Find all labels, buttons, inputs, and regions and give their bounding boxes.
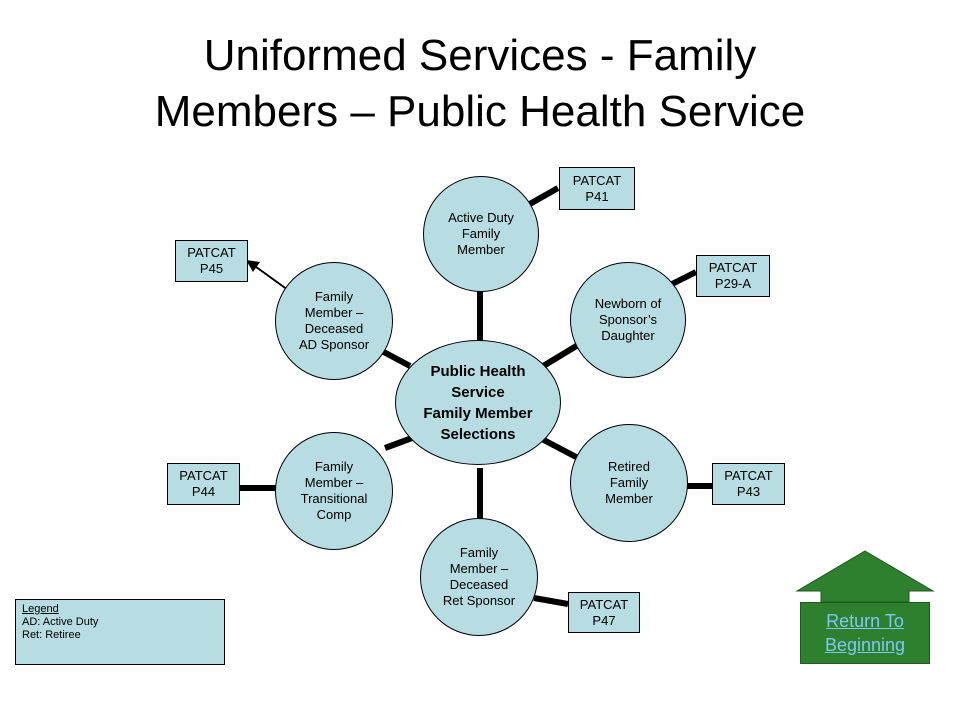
spoke-newborn	[538, 342, 580, 371]
link-p47	[533, 595, 569, 607]
node-deceased-ret-sponsor[interactable]: Family Member – Deceased Ret Sponsor	[420, 518, 538, 636]
page-title: Uniformed Services - Family Members – Pu…	[0, 28, 960, 140]
legend-item-ad: AD: Active Duty	[22, 616, 99, 628]
node-retired[interactable]: Retired Family Member	[570, 424, 688, 542]
legend-item-ret: Ret: Retiree	[22, 629, 81, 641]
arrowhead-p45	[246, 260, 260, 272]
spoke-retired	[538, 435, 580, 461]
title-line-2: Members – Public Health Service	[154, 87, 806, 136]
spoke-transitional	[383, 435, 414, 451]
legend-heading: Legend	[22, 603, 59, 615]
legend-box: Legend AD: Active Duty Ret: Retiree	[15, 599, 225, 665]
link-p45	[251, 263, 289, 291]
up-arrow-icon[interactable]	[795, 549, 935, 604]
node-transitional-comp[interactable]: Family Member – Transitional Comp	[275, 432, 393, 550]
node-active-duty[interactable]: Active Duty Family Member	[423, 176, 539, 292]
hub-line-1: Public Health	[430, 362, 526, 380]
node-deceased-ad-sponsor[interactable]: Family Member – Deceased AD Sponsor	[275, 262, 393, 380]
hub-line-2: Service	[451, 383, 505, 401]
node-newborn[interactable]: Newborn of Sponsor’s Daughter	[570, 262, 686, 378]
hub-node: Public Health Service Family Member Sele…	[395, 340, 561, 465]
link-p41	[526, 185, 560, 208]
title-line-1: Uniformed Services - Family	[203, 31, 757, 80]
hub-line-3: Family Member	[423, 404, 533, 422]
hub-line-4: Selections	[440, 425, 516, 443]
spoke-deceased-ad	[378, 347, 412, 369]
